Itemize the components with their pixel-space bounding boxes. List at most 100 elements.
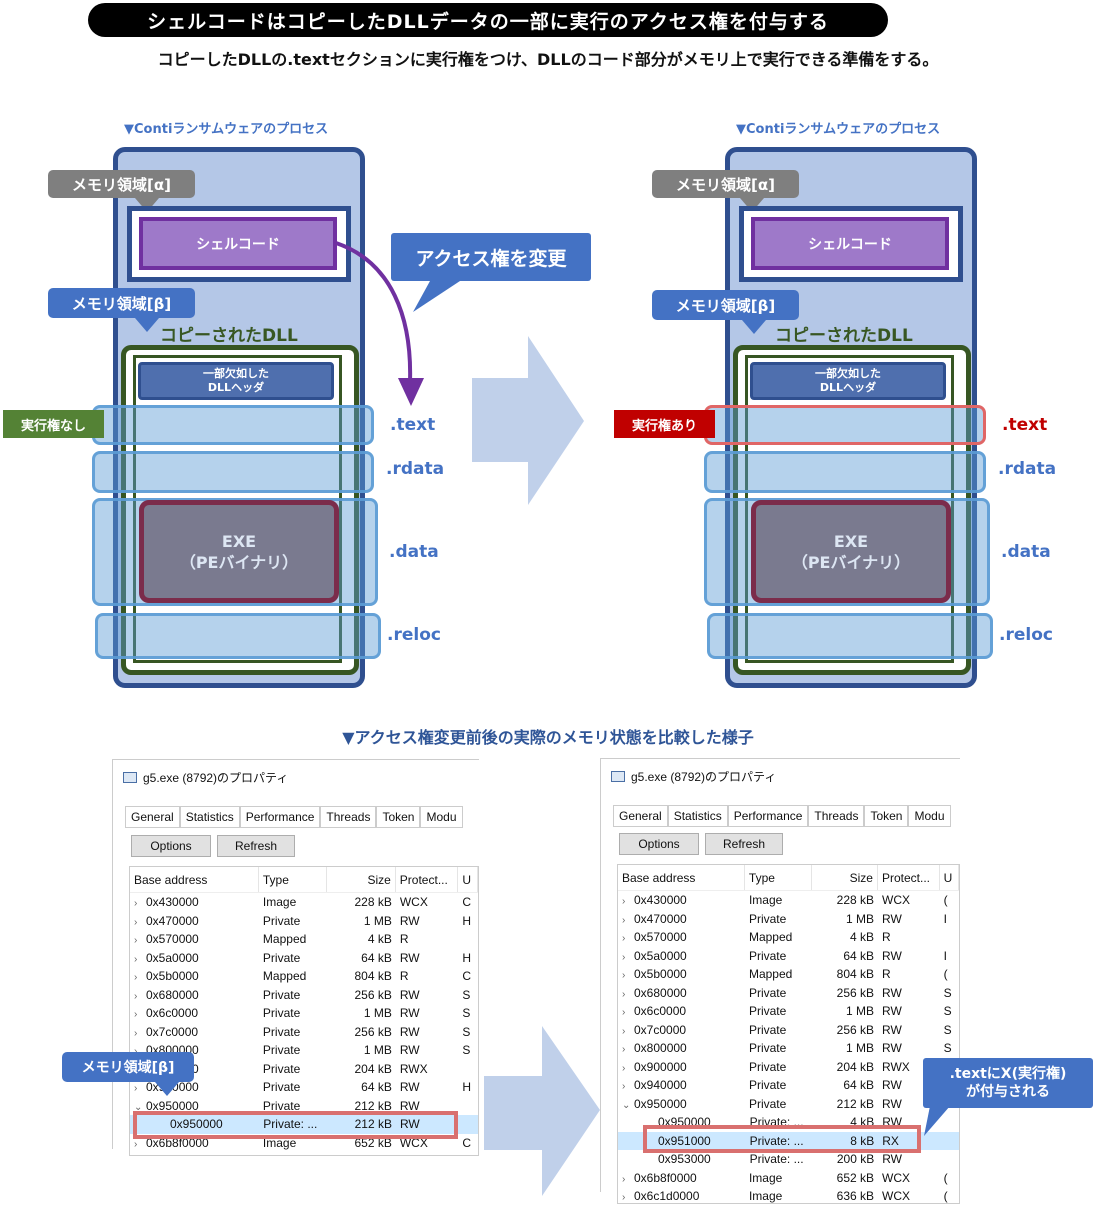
chevron-right-icon[interactable]: › [622,933,626,945]
tab-general[interactable]: General [125,806,180,827]
chevron-right-icon[interactable]: › [134,1046,146,1057]
col-protect[interactable]: Protect... [878,865,940,890]
tab-performance[interactable]: Performance [727,805,809,826]
cell-protect: RW [399,1024,420,1039]
chevron-right-icon[interactable]: › [622,988,626,1000]
chevron-right-icon[interactable]: › [134,916,138,928]
col-use[interactable]: U [458,867,478,892]
tab-threads[interactable]: Threads [808,805,865,826]
dll-inner-left [133,355,342,663]
section-name-reloc-right: .reloc [999,625,1053,645]
chevron-right-icon[interactable]: › [134,1083,138,1095]
chevron-right-icon[interactable]: › [622,914,626,926]
chevron-right-icon[interactable]: › [622,970,626,982]
chevron-right-icon[interactable]: › [134,953,138,965]
chevron-right-icon[interactable]: › [134,1027,138,1039]
col-base-address[interactable]: Base address [618,865,745,890]
col-protect[interactable]: Protect... [396,867,459,892]
col-type[interactable]: Type [259,867,328,892]
tab-token[interactable]: Token [864,805,909,826]
cell-protect: RW [399,1098,420,1113]
cell-address: ›0x430000 [622,893,687,908]
cell-type: Private: ... [749,1133,804,1148]
chevron-right-icon[interactable]: › [622,1173,626,1185]
options-button[interactable]: Options [619,833,699,855]
cell-use: ( [943,1170,948,1185]
chevron-right-icon[interactable]: › [622,1081,626,1093]
tab-statistics[interactable]: Statistics [667,805,728,826]
chevron-down-icon[interactable]: ⌄ [134,1101,143,1113]
section-reloc-left [95,613,381,659]
dll-inner-right [745,355,954,663]
cell-protect: WCX [399,895,428,910]
section-rdata-right [704,451,986,493]
refresh-button[interactable]: Refresh [705,833,783,855]
window-icon [123,771,137,783]
tab-statistics[interactable]: Statistics [179,806,240,827]
chevron-right-icon[interactable]: › [134,1009,138,1021]
col-size[interactable]: Size [812,865,878,890]
chevron-right-icon[interactable]: › [622,951,626,963]
chevron-right-icon[interactable]: › [134,990,138,1002]
chevron-right-icon[interactable]: › [622,1044,626,1056]
col-base-address[interactable]: Base address [130,867,259,892]
cell-size: 212 kB [836,1096,874,1111]
cell-address: ›0x680000 [134,987,199,1002]
tab-modules[interactable]: Modu [420,806,463,827]
main-title: シェルコードはコピーしたDLLデータの一部に実行のアクセス権を付与する [88,3,888,37]
tab-performance[interactable]: Performance [239,806,321,827]
chevron-right-icon[interactable]: › [622,1025,626,1037]
chevron-right-icon[interactable]: › [134,898,138,910]
tab-general[interactable]: General [613,805,668,826]
chevron-right-icon[interactable]: › [622,896,626,908]
chevron-right-icon[interactable]: › [134,935,138,947]
chevron-right-icon[interactable]: › [622,1062,626,1074]
tab-threads[interactable]: Threads [320,806,377,827]
chevron-down-icon[interactable]: ⌄ [622,1099,631,1111]
options-button[interactable]: Options [131,835,211,857]
chevron-right-icon[interactable]: › [622,1007,626,1019]
col-type[interactable]: Type [745,865,813,890]
chevron-right-icon[interactable]: › [134,1138,138,1150]
mem-beta-tail-right [742,320,766,334]
col-use[interactable]: U [940,865,960,890]
tab-modules[interactable]: Modu [908,805,951,826]
chevron-right-icon[interactable]: › [134,972,138,984]
tab-token[interactable]: Token [376,806,421,827]
cell-size: 1 MB [845,911,874,926]
col-size[interactable]: Size [327,867,396,892]
window-title: g5.exe (8792)のプロパティ [143,770,289,785]
refresh-button[interactable]: Refresh [217,835,295,857]
cell-protect: RW [882,948,902,963]
chevron-right-icon[interactable]: › [622,1192,626,1204]
